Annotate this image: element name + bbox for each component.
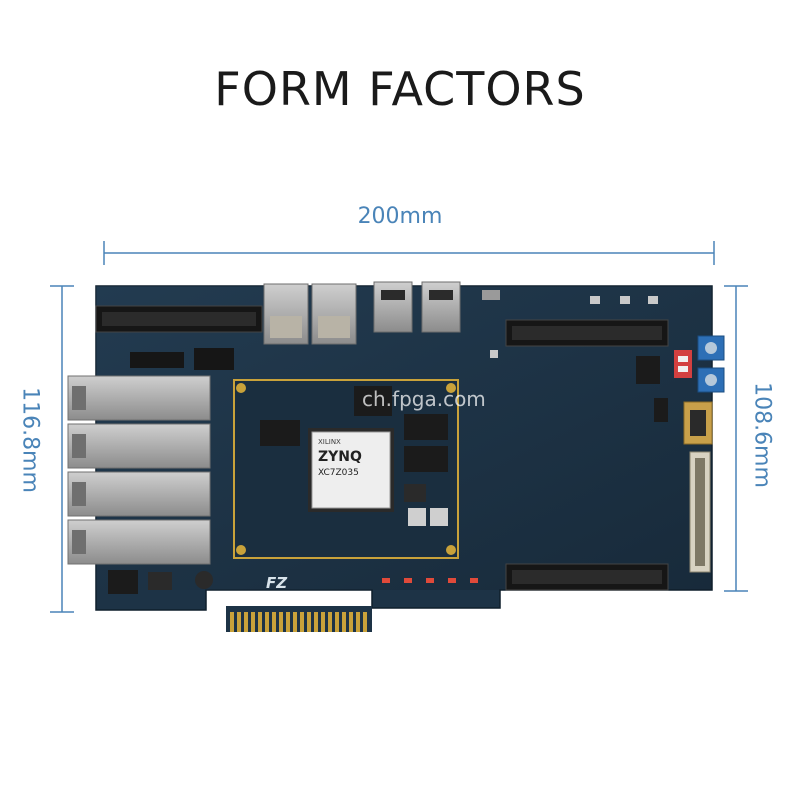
left-height-dimension-label: 116.8mm — [17, 387, 43, 493]
chip-family-label: ZYNQ — [318, 449, 362, 465]
hdmi-port — [683, 401, 713, 445]
width-dimension-line — [103, 241, 715, 265]
fpga-chip — [308, 428, 394, 512]
chip-part-label: XC7Z035 — [318, 468, 359, 478]
board-logo: FZ — [266, 574, 288, 592]
terminal-blocks — [674, 335, 725, 393]
chip-brand-label: XILINX — [318, 438, 341, 446]
right-height-dimension-line — [724, 285, 748, 592]
top-right-pin-header — [505, 319, 669, 347]
small-components — [108, 296, 668, 594]
bottom-right-pin-header — [505, 563, 669, 591]
usb-ports — [373, 281, 500, 333]
sfp-cages — [67, 375, 211, 565]
fmc-connector — [689, 451, 711, 573]
ethernet-ports — [263, 283, 357, 345]
left-height-dimension-line — [50, 285, 74, 613]
pcie-gold-fingers — [226, 606, 372, 632]
page-title: FORM FACTORS — [214, 62, 586, 116]
watermark-text: ch.fpga.com — [362, 387, 486, 411]
right-height-dimension-label: 108.6mm — [749, 382, 775, 488]
top-left-pin-header — [95, 305, 263, 333]
small-header — [130, 348, 234, 370]
width-dimension-label: 200mm — [357, 204, 443, 229]
